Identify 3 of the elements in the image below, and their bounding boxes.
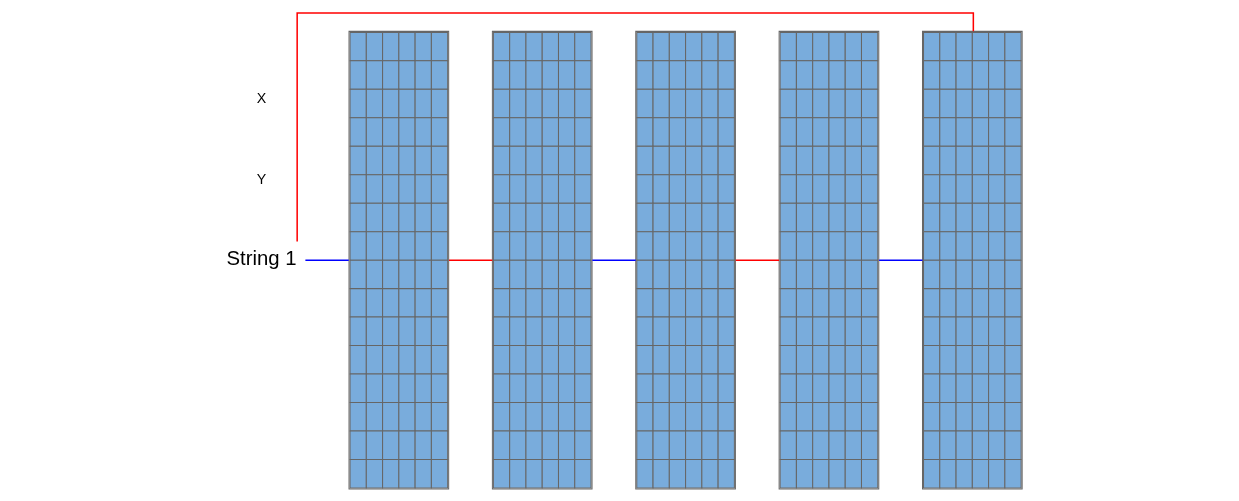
label: Y (256, 170, 266, 187)
label: X (256, 89, 266, 106)
node-text: String 1 (226, 246, 297, 269)
